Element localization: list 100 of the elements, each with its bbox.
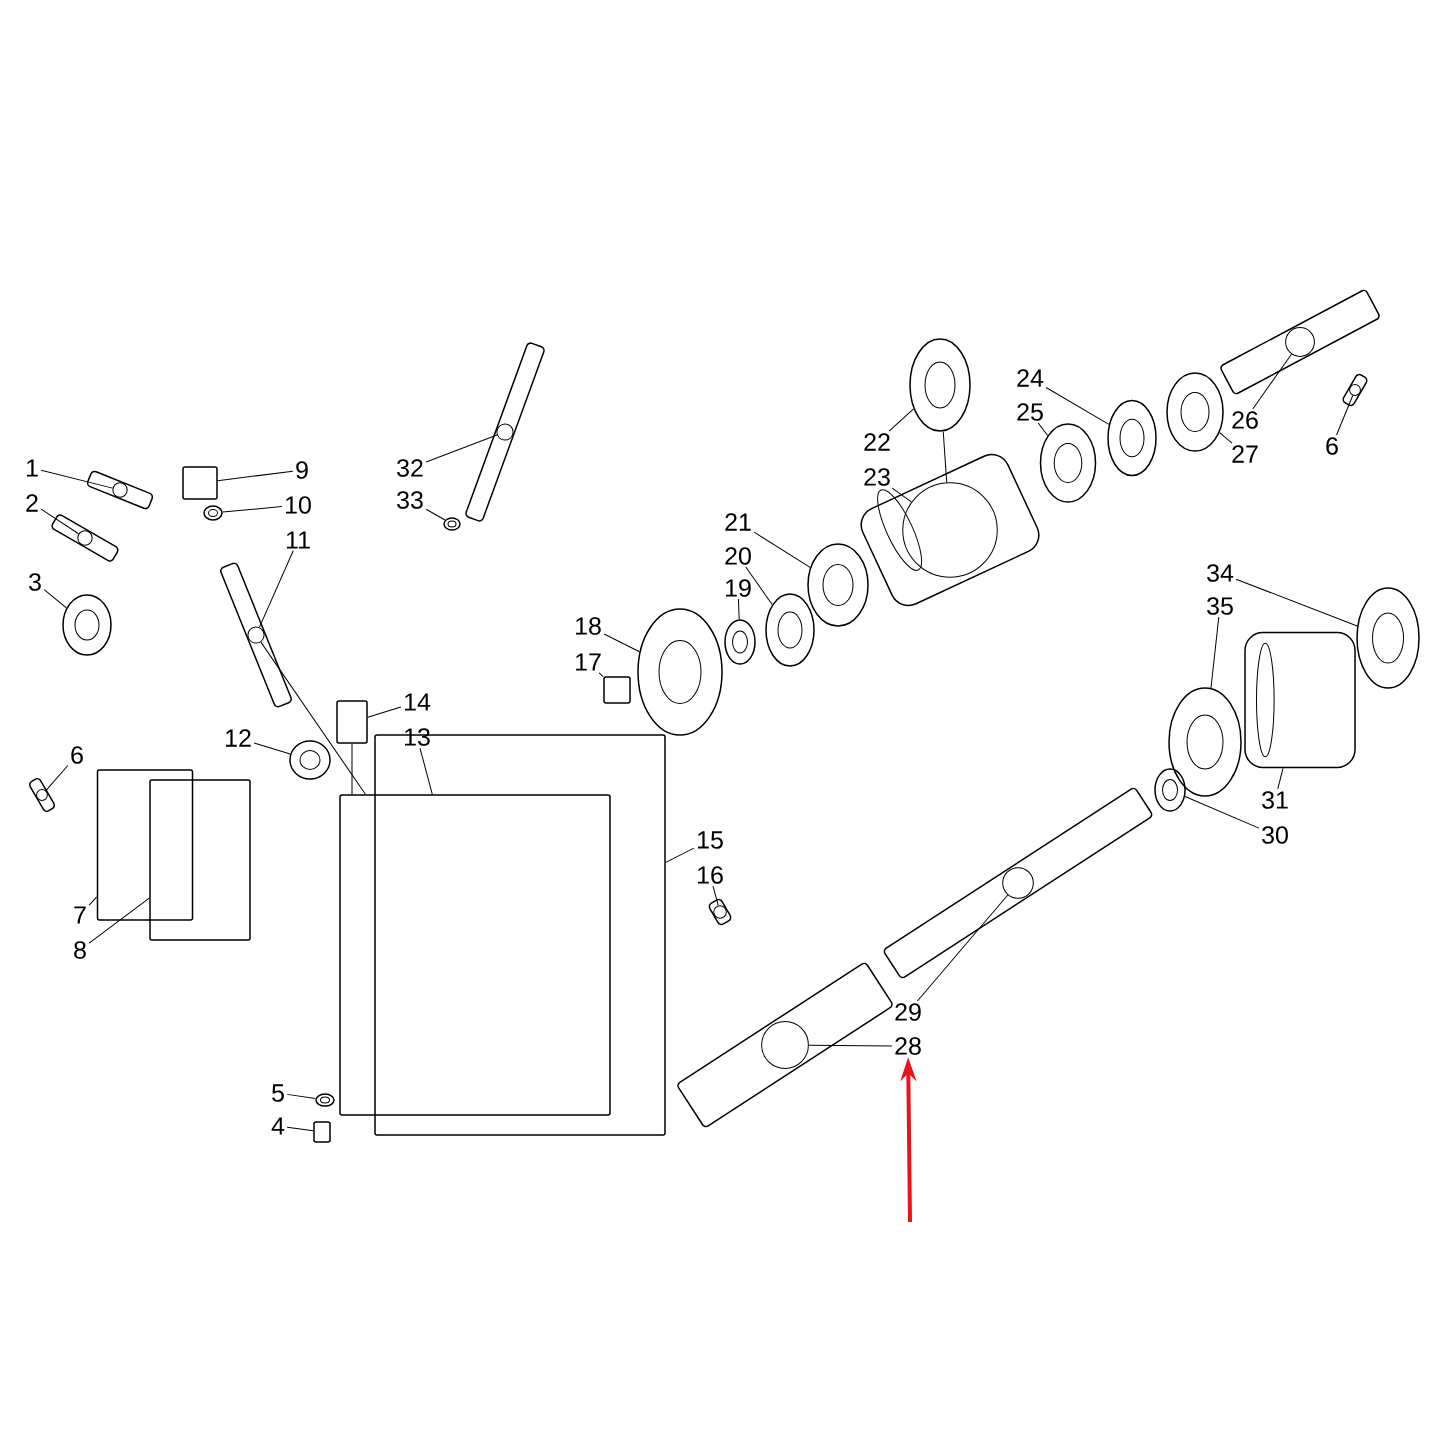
circlip-drawing (1107, 399, 1157, 477)
callout-number: 6 (1326, 437, 1338, 455)
callout-number: 34 (1207, 564, 1234, 582)
leader-line (425, 508, 446, 521)
leader-line (222, 506, 283, 513)
hose-drawing (465, 342, 545, 522)
gear-drawing (637, 608, 723, 736)
callout-number: 12 (226, 729, 251, 747)
callout-number: 6 (71, 746, 83, 764)
leader-line (425, 434, 498, 463)
leader-line (1336, 394, 1354, 436)
leader-line (665, 847, 695, 863)
callout-number: 18 (576, 617, 601, 635)
leader-line (253, 742, 291, 755)
leader-line (367, 706, 402, 718)
leader-line (1235, 578, 1358, 627)
leader-line (286, 1126, 314, 1132)
shaft-drawing (1220, 289, 1380, 395)
bolt-drawing (313, 1121, 331, 1143)
callout-number: 8 (74, 941, 86, 959)
boot-drawing (1244, 631, 1356, 769)
leader-line (1210, 616, 1220, 689)
callout-number: 16 (698, 866, 723, 884)
callout-number: 9 (296, 461, 308, 479)
leader-line (808, 1044, 893, 1047)
callout-number: 4 (271, 1117, 285, 1135)
bolt-drawing (51, 514, 119, 562)
clamp-drawing (1356, 587, 1420, 689)
leader-line (1277, 767, 1284, 790)
callout-number: 23 (864, 468, 890, 486)
leader-line (419, 747, 433, 795)
callout-number: 10 (286, 496, 311, 514)
callout-number: 2 (26, 494, 38, 512)
leader-line (712, 885, 719, 906)
leader-line (45, 764, 69, 792)
callout-number: 3 (29, 573, 41, 591)
leader-line (88, 896, 98, 906)
leader-line (745, 566, 773, 606)
leader-line (891, 487, 912, 503)
callout-number: 25 (1017, 403, 1043, 421)
seal-drawing (289, 740, 331, 780)
leader-line (1037, 422, 1049, 437)
clamp-drawing (1168, 687, 1242, 797)
callout-number: 28 (895, 1037, 921, 1055)
clamp-drawing (443, 517, 461, 531)
leader-line (217, 470, 294, 482)
bearing-drawing (1039, 423, 1097, 503)
callout-number: 31 (1262, 791, 1288, 809)
joint-drawing (677, 962, 893, 1128)
bolt-drawing (86, 470, 154, 510)
leader-line (1045, 386, 1110, 425)
callout-number: 19 (726, 579, 751, 597)
washer-drawing (315, 1093, 335, 1107)
callout-number: 14 (405, 693, 431, 711)
spring-drawing (1154, 768, 1186, 812)
shaft-drawing (883, 787, 1153, 979)
leader-line (286, 1093, 316, 1100)
bearing-drawing (1166, 372, 1224, 452)
plug-drawing (182, 466, 218, 500)
alignment-line (260, 641, 366, 795)
cover-drawing (96, 769, 194, 921)
callout-number: 20 (725, 547, 751, 565)
leader-line (40, 469, 114, 489)
shaft-drawing (220, 562, 292, 708)
leader-line (737, 598, 740, 620)
callout-number: 29 (895, 1003, 921, 1021)
seal-drawing (62, 594, 112, 656)
leader-line (1184, 795, 1260, 829)
callout-number: 7 (74, 906, 86, 924)
callout-number: 27 (1232, 445, 1258, 463)
callout-number: 17 (576, 653, 601, 671)
leader-line (916, 894, 1009, 1002)
washer-drawing (724, 619, 756, 665)
callout-number: 15 (698, 831, 723, 849)
leader-line (753, 531, 811, 568)
callout-number: 5 (272, 1084, 284, 1102)
bolt-drawing (1342, 373, 1368, 407)
bolt-drawing (29, 778, 55, 812)
case-drawing (339, 794, 611, 1116)
leader-line (603, 633, 640, 653)
callout-number: 32 (397, 459, 423, 477)
nut-drawing (603, 676, 631, 704)
callout-number: 11 (286, 531, 310, 549)
callout-number: 33 (397, 491, 423, 509)
o-ring-drawing (909, 338, 971, 432)
callout-number: 30 (1262, 826, 1288, 844)
leader-line (888, 408, 915, 432)
housing-drawing (860, 453, 1040, 607)
callout-number: 35 (1207, 597, 1233, 615)
bearing-drawing (807, 543, 869, 627)
alignment-line (351, 743, 353, 795)
leader-line (43, 589, 67, 609)
callout-number: 21 (725, 513, 751, 531)
leader-line (259, 550, 294, 628)
callout-number: 22 (864, 433, 890, 451)
circlip-drawing (765, 593, 815, 667)
washer-drawing (203, 505, 223, 521)
callout-number: 1 (26, 459, 38, 477)
plug-drawing (336, 700, 368, 744)
callout-number: 24 (1017, 369, 1044, 387)
